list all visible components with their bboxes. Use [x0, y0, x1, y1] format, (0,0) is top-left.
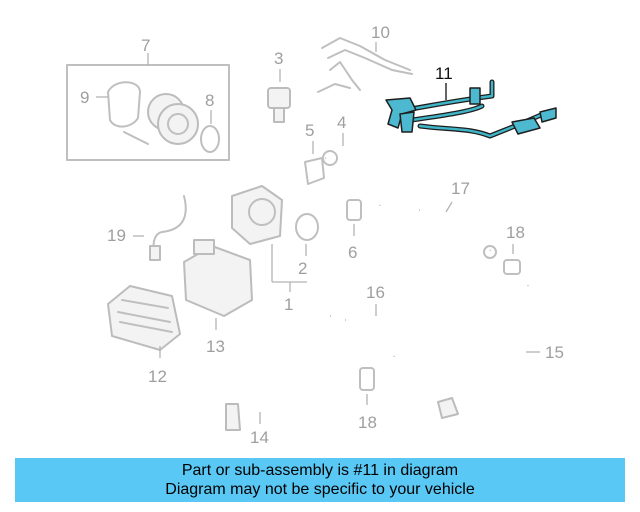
part-12-cooler: 12 — [107, 285, 181, 386]
part-6-gasket: 6 — [346, 199, 362, 262]
callout-3: 3 — [274, 49, 283, 68]
callout-6: 6 — [348, 243, 357, 262]
callout-15: 15 — [545, 343, 564, 362]
part-19-sensor: 19 — [107, 195, 187, 261]
banner-line-1: Part or sub-assembly is #11 in diagram — [181, 462, 459, 479]
callout-18-upper: 18 — [506, 223, 525, 242]
callout-17: 17 — [451, 179, 470, 198]
callout-18-lower: 18 — [358, 413, 377, 432]
parts-diagram: 7 9 8 3 10 11 — [66, 23, 564, 447]
part-18-gasket-upper: 18 — [503, 223, 525, 275]
callout-14: 14 — [250, 428, 269, 447]
callout-5: 5 — [305, 121, 314, 140]
callout-10: 10 — [371, 23, 390, 42]
callout-8: 8 — [205, 91, 214, 110]
part-info-banner: Part or sub-assembly is #11 in diagram D… — [15, 458, 625, 502]
callout-4: 4 — [337, 113, 346, 132]
callout-2: 2 — [298, 259, 307, 278]
banner-line-2: Diagram may not be specific to your vehi… — [165, 481, 475, 498]
callout-7: 7 — [141, 36, 150, 55]
callout-19: 19 — [107, 226, 126, 245]
part-7-group: 7 9 8 — [66, 36, 230, 161]
part-17-pipe: 17 — [419, 179, 497, 259]
part-4-pipe: 4 — [322, 113, 388, 207]
part-14-pipe: 14 — [225, 312, 331, 447]
part-13-assembly: 13 — [183, 239, 253, 356]
callout-16: 16 — [366, 283, 385, 302]
callout-11: 11 — [435, 64, 453, 83]
part-10-tubes: 10 — [317, 23, 413, 93]
part-5-gasket: 5 — [304, 121, 325, 185]
part-16-pipe: 16 — [345, 283, 397, 358]
callout-1: 1 — [284, 295, 293, 314]
part-18-gasket-lower: 18 — [358, 367, 377, 432]
part-11-hose-assembly: 11 — [385, 64, 557, 139]
callout-13: 13 — [206, 337, 225, 356]
callout-9: 9 — [80, 88, 89, 107]
part-15-pipe: 15 — [437, 285, 564, 419]
throttle-body: 2 1 — [231, 185, 319, 314]
callout-12: 12 — [148, 367, 167, 386]
part-3-sensor: 3 — [267, 49, 291, 123]
